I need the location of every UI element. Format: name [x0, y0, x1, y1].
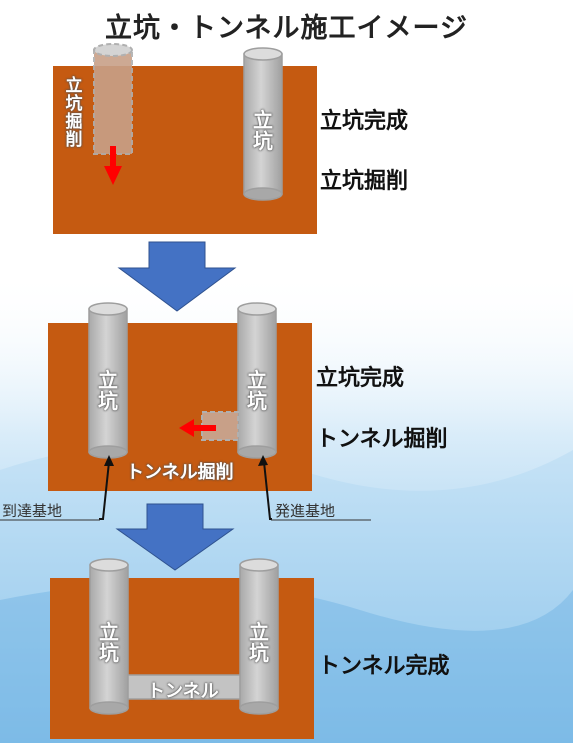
excavating-shaft — [93, 43, 133, 155]
label-shaft-complete-2: 立坑完成 — [316, 366, 405, 391]
vertical-char: 立 — [98, 368, 118, 392]
label-tunnel-excavation: トンネル掘削 — [316, 427, 448, 452]
vertical-char: 立 — [253, 108, 273, 132]
vertical-char: 立 — [65, 76, 83, 96]
vertical-char: 坑 — [98, 389, 118, 413]
page-title: 立坑・トンネル施工イメージ — [105, 13, 468, 44]
arrival-shaft — [88, 302, 128, 459]
label-shaft-excavation: 立坑掘削 — [320, 169, 409, 194]
arrow-down-blue — [117, 241, 237, 312]
tunnel-excavating — [201, 411, 239, 441]
vertical-char: 立 — [99, 620, 119, 644]
label-shaft-complete: 立坑完成 — [320, 109, 409, 134]
completed-shaft — [243, 47, 283, 201]
shaft-right-label: 立坑 — [246, 622, 272, 664]
pointer-arrival-head — [104, 455, 114, 466]
vertical-char: 立 — [249, 620, 269, 644]
vertical-char: 坑 — [249, 641, 269, 665]
arrow-down-red — [104, 146, 122, 185]
vertical-char: 立 — [247, 368, 267, 392]
vertical-char: 坑 — [65, 93, 83, 114]
vertical-char: 坑 — [99, 641, 119, 665]
pointer-launch-head — [258, 455, 268, 466]
vertical-char: 掘 — [65, 111, 83, 132]
launch-base-label: 発進基地 — [275, 502, 336, 520]
vertical-char: 坑 — [253, 129, 273, 153]
tunnel-excavation-label: トンネル掘削 — [126, 462, 234, 483]
completed-tunnel — [123, 674, 247, 700]
arrow-left-red — [179, 419, 216, 437]
pointer-launch — [263, 461, 272, 520]
shaft-right-complete — [239, 558, 279, 715]
shaft-label: 立坑 — [250, 110, 276, 152]
shaft-left-label: 立坑 — [96, 622, 122, 664]
arrow-down-blue — [115, 503, 235, 571]
launch-shaft — [237, 302, 277, 459]
launch-shaft-label: 立坑 — [244, 370, 270, 412]
pointer-arrival — [99, 461, 110, 520]
arrival-base-label: 到達基地 — [2, 502, 63, 520]
shaft-excavation-label: 立坑掘削 — [62, 76, 86, 150]
vertical-char: 削 — [65, 129, 83, 150]
vertical-char: 坑 — [247, 389, 267, 413]
label-tunnel-complete: トンネル完成 — [318, 654, 450, 679]
tunnel-label: トンネル — [147, 681, 219, 702]
shaft-left-complete — [89, 558, 129, 715]
arrival-shaft-label: 立坑 — [95, 370, 121, 412]
